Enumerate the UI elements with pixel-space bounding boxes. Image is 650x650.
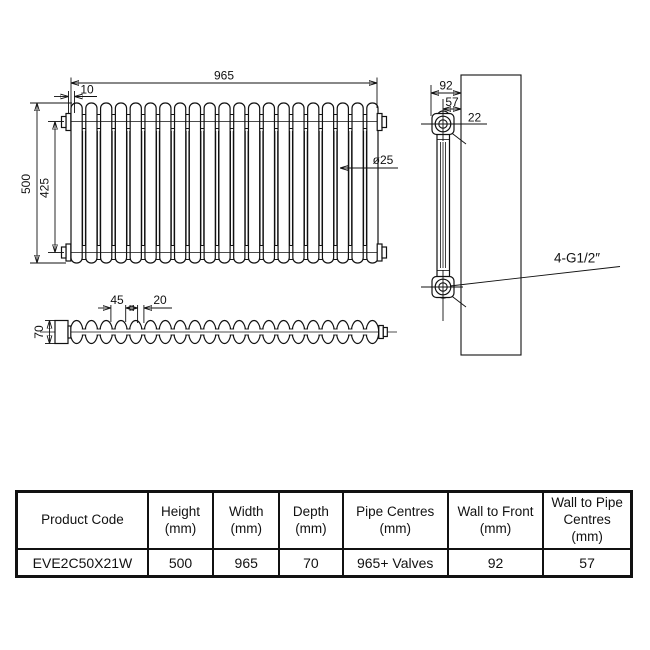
end-nub-right [378,324,384,340]
col-header-width: Width(mm) [212,490,281,550]
bushing-bottom-left [65,243,72,262]
radiator-column [173,102,187,264]
front-view: 965 10 500 425 ø25 [19,69,398,264]
radiator-column [188,102,202,264]
radiator-column [70,102,83,264]
dim-wall-to-front-label: 92 [439,79,453,93]
radiator-column [129,102,142,264]
col-header-wall-to-pipe-centres: Wall to Pipe Centres(mm) [542,490,633,550]
cell-product-code: EVE2C50X21W [15,548,149,578]
bushing-top-right-cap [381,115,388,129]
radiator-column [336,102,350,264]
radiator-column [307,102,320,264]
radiator-column [203,102,216,264]
radiator-column [321,102,335,264]
bushing-bottom-right-cap [381,246,388,259]
cell-wall-to-front: 92 [446,548,545,578]
end-cap-left [54,319,69,345]
dim-column-diameter-label: ø25 [373,153,394,167]
radiator-column [247,102,261,264]
valve-bottom [421,270,463,321]
radiator-column [144,102,157,264]
radiator-columns [70,102,379,264]
cell-width: 965 [212,548,281,578]
table-row: EVE2C50X21W 500 965 70 965+ Valves 92 57 [15,548,633,578]
side-view: 92 57 22 4-G1/2″ [421,74,621,356]
top-view: 70 45 20 [32,293,397,345]
bushing-top-right [376,112,383,132]
radiator-column [218,102,231,264]
col-header-depth: Depth(mm) [278,490,344,550]
radiator-column [262,102,276,264]
radiator-column [292,102,305,264]
radiator-column [233,102,246,264]
spec-table: Product Code Height(mm) Width(mm) Depth(… [15,490,633,578]
radiator-column [114,102,128,264]
connection-size-label: 4-G1/2″ [554,251,600,266]
radiator-column [85,102,98,264]
radiator-column [99,102,113,264]
col-header-product-code: Product Code [15,490,149,550]
dim-depth-label: 70 [32,325,46,339]
end-nub-left [67,325,72,339]
cell-wall-to-pipe-centres: 57 [542,548,633,578]
brick-wall [460,74,522,356]
col-header-pipe-centres: Pipe Centres(mm) [341,490,449,550]
radiator-column [277,102,290,264]
dim-wall-to-pipe-centre-label: 57 [445,95,459,109]
valve-top [421,99,487,141]
bushing-top-left [65,112,72,132]
cell-pipe-centres: 965+ Valves [341,548,449,578]
bushing-top-left-cap [60,115,67,129]
radiator-column [351,102,364,264]
radiator-column [159,102,172,264]
bushing-bottom-right [376,243,383,262]
cell-height: 500 [146,548,215,578]
dim-width-label: 965 [214,69,234,83]
col-header-wall-to-front: Wall to Front(mm) [446,490,545,550]
table-header-row: Product Code Height(mm) Width(mm) Depth(… [15,490,633,550]
dim-pipe-centres-height-label: 425 [38,178,52,198]
dim-section-pitch-label: 45 [110,293,124,307]
col-header-height: Height(mm) [146,490,215,550]
dim-section-gap-label: 20 [153,293,167,307]
cell-depth: 70 [278,548,344,578]
radiator-column [366,102,379,264]
dim-end-offset-label: 10 [80,83,94,97]
end-cap-right [382,326,388,338]
dim-wall-to-body-label: 22 [468,111,482,125]
dim-height-label: 500 [19,174,33,194]
